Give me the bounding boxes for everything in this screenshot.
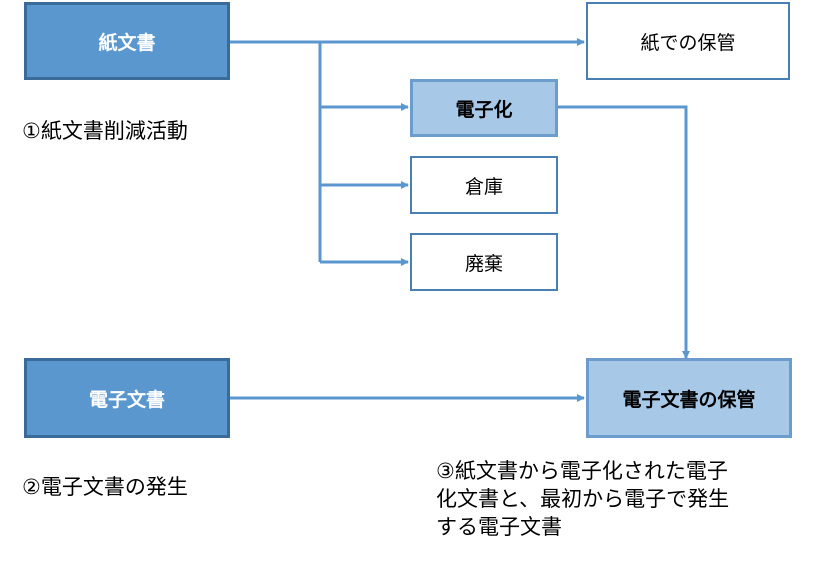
disposal-label: 廃棄: [464, 252, 503, 275]
arrow-digitize-to-estorage: [557, 105, 690, 359]
electronic-storage-box: 電子文書の保管: [586, 358, 792, 438]
electronic-doc-box: 電子文書: [24, 358, 230, 438]
caption-3-line-1: ③紙文書から電子化された電子: [436, 459, 728, 483]
paper-storage-label: 紙での保管: [640, 31, 736, 54]
digitize-box: 電子化: [410, 79, 558, 137]
electronic-doc-label: 電子文書: [88, 388, 165, 411]
caption-3: ③紙文書から電子化された電子 化文書と、最初から電子で発生 する電子文書: [436, 457, 729, 541]
warehouse-label: 倉庫: [464, 175, 503, 198]
paper-doc-box: 紙文書: [24, 2, 230, 80]
digitize-label: 電子化: [455, 98, 513, 121]
warehouse-box: 倉庫: [410, 156, 558, 214]
caption-3-line-2: 化文書と、最初から電子で発生: [436, 487, 730, 511]
electronic-storage-label: 電子文書の保管: [622, 388, 756, 411]
paper-doc-label: 紙文書: [98, 31, 156, 54]
caption-1: ①紙文書削減活動: [22, 119, 188, 143]
disposal-box: 廃棄: [410, 233, 558, 291]
caption-2: ②電子文書の発生: [22, 475, 188, 499]
paper-storage-box: 紙での保管: [586, 2, 790, 80]
caption-3-line-3: する電子文書: [436, 515, 562, 539]
